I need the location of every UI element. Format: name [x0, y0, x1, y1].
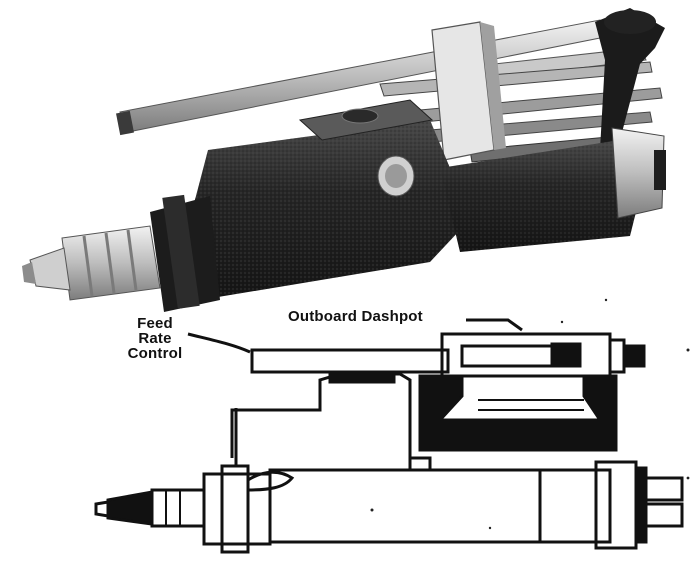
nose-chuck-drawing	[94, 408, 295, 554]
label-feed-rate-control: Feed Rate Control	[118, 316, 192, 361]
photo-guide-rods	[116, 8, 665, 163]
photo-motor-body	[178, 99, 460, 300]
label-control: Control	[127, 345, 183, 362]
feed-rate-tube	[250, 348, 450, 374]
line-drawing-section	[94, 318, 684, 554]
label-outboard-dashpot: Outboard Dashpot	[288, 308, 423, 325]
leader-feed-rate	[187, 332, 251, 354]
dashpot-cylinder	[440, 332, 646, 378]
label-rate: Rate	[138, 330, 172, 347]
photo-chuck	[22, 194, 220, 312]
label-feed: Feed	[137, 315, 173, 332]
print-specks	[370, 298, 690, 530]
leader-dashpot	[466, 318, 523, 332]
lower-barrel	[268, 460, 684, 550]
upper-frame	[418, 374, 618, 452]
photo-drill-unit	[22, 8, 666, 312]
photo-rear-cylinder	[440, 127, 666, 252]
